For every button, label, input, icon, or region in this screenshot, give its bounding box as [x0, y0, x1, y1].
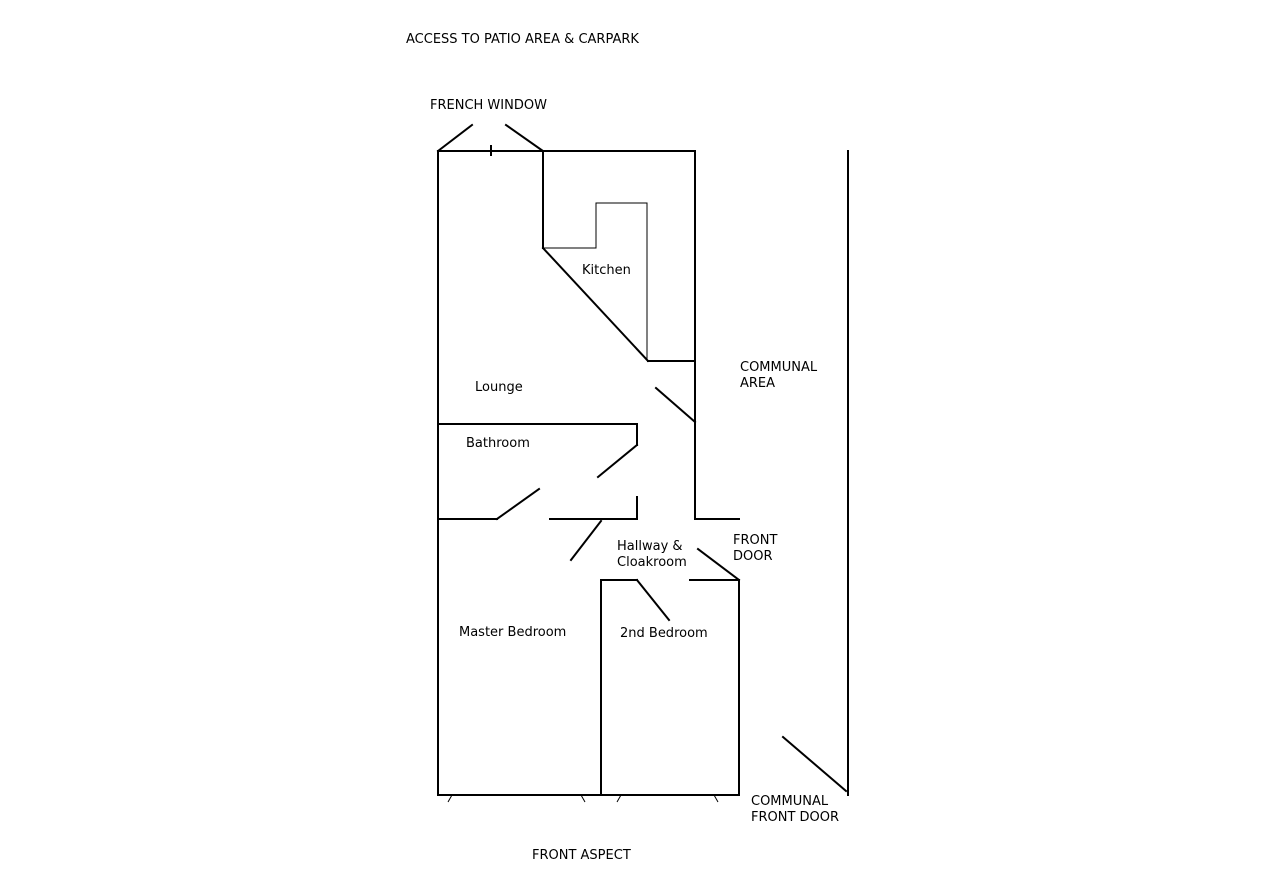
second-bedroom-label: 2nd Bedroom — [620, 626, 708, 641]
window-tick — [616, 794, 622, 803]
window-tick — [447, 794, 453, 803]
kitchen-diagonal-wall — [541, 246, 650, 363]
communal-area-label-line2: AREA — [740, 376, 775, 391]
kitchen-counter — [543, 202, 648, 361]
master-bedroom-label: Master Bedroom — [459, 625, 566, 640]
access-label: ACCESS TO PATIO AREA & CARPARK — [406, 32, 639, 47]
lounge-label: Lounge — [475, 380, 523, 395]
french-window-label: FRENCH WINDOW — [430, 98, 547, 113]
hallway-label-line1: Hallway & — [617, 539, 683, 554]
window-tick — [580, 794, 586, 803]
bathroom-label: Bathroom — [466, 436, 530, 451]
front-door-label-line1: FRONT — [733, 533, 777, 548]
front-aspect-label: FRONT ASPECT — [532, 848, 631, 863]
kitchen-label: Kitchen — [582, 263, 631, 278]
window-tick — [713, 794, 719, 803]
front-door-label-line2: DOOR — [733, 549, 773, 564]
bathroom-door-swing — [596, 443, 639, 479]
communal-door-swing — [781, 735, 848, 793]
windows — [436, 123, 719, 803]
bedroom2-door-swing — [635, 578, 671, 622]
hallway-label-line2: Cloakroom — [617, 555, 687, 570]
french-window-right-swing — [504, 123, 545, 153]
walls — [437, 150, 849, 796]
room-labels: ACCESS TO PATIO AREA & CARPARK FRENCH WI… — [406, 32, 839, 863]
kitchen-door-swing — [654, 386, 697, 424]
communal-front-door-label-line2: FRONT DOOR — [751, 810, 839, 825]
communal-front-door-label-line1: COMMUNAL — [751, 794, 829, 809]
front-door-swing — [696, 547, 741, 582]
communal-area-label-line1: COMMUNAL — [740, 360, 818, 375]
french-window-left-swing — [436, 123, 474, 153]
master-bedroom-door-swing — [569, 519, 603, 562]
bathroom-door-swing-2 — [495, 487, 541, 521]
